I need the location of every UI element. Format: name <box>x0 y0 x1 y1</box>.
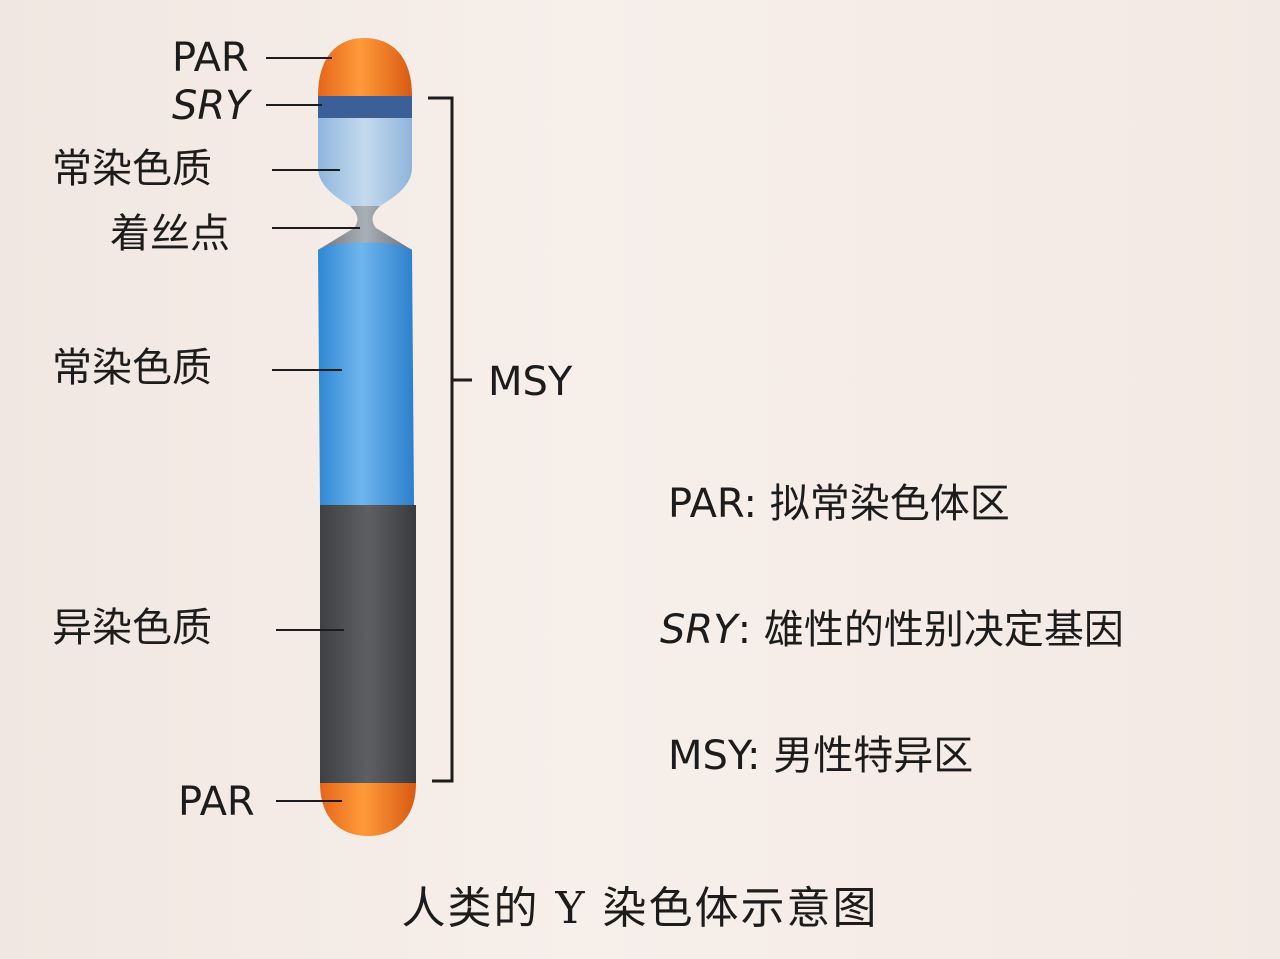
legend-term: MSY <box>668 733 748 779</box>
legend-term: SRY <box>660 607 738 653</box>
legend-item-sry: SRY: 雄性的性别决定基因 <box>660 606 1124 654</box>
legend-separator: : <box>737 607 752 653</box>
label-sry: SRY <box>172 83 250 129</box>
legend-definition: 雄性的性别决定基因 <box>763 607 1124 653</box>
legend-term: PAR <box>668 481 744 527</box>
centromere-region <box>318 206 412 250</box>
sry-band <box>318 96 412 118</box>
euchromatin-lower-region <box>318 242 414 505</box>
legend-definition: 男性特异区 <box>773 733 974 779</box>
legend-item-par: PAR: 拟常染色体区 <box>668 480 1010 528</box>
legend-definition: 拟常染色体区 <box>769 481 1010 527</box>
label-par-bottom: PAR <box>178 779 255 825</box>
heterochromatin-region <box>320 505 416 783</box>
label-euchromatin-lower: 常染色质 <box>52 345 212 391</box>
label-msy: MSY <box>488 359 573 405</box>
label-centromere: 着丝点 <box>110 211 230 257</box>
label-par-top: PAR <box>172 35 249 81</box>
legend-item-msy: MSY: 男性特异区 <box>668 732 973 780</box>
par-top-region <box>318 38 412 96</box>
label-heterochromatin: 异染色质 <box>52 605 212 651</box>
figure-caption: 人类的 Y 染色体示意图 <box>401 883 879 934</box>
label-euchromatin-upper: 常染色质 <box>52 146 212 192</box>
legend-separator: : <box>747 733 761 779</box>
msy-bracket <box>428 96 472 783</box>
legend-separator: : <box>743 481 757 527</box>
par-bottom-region <box>320 783 416 836</box>
euchromatin-upper-region <box>318 118 412 206</box>
